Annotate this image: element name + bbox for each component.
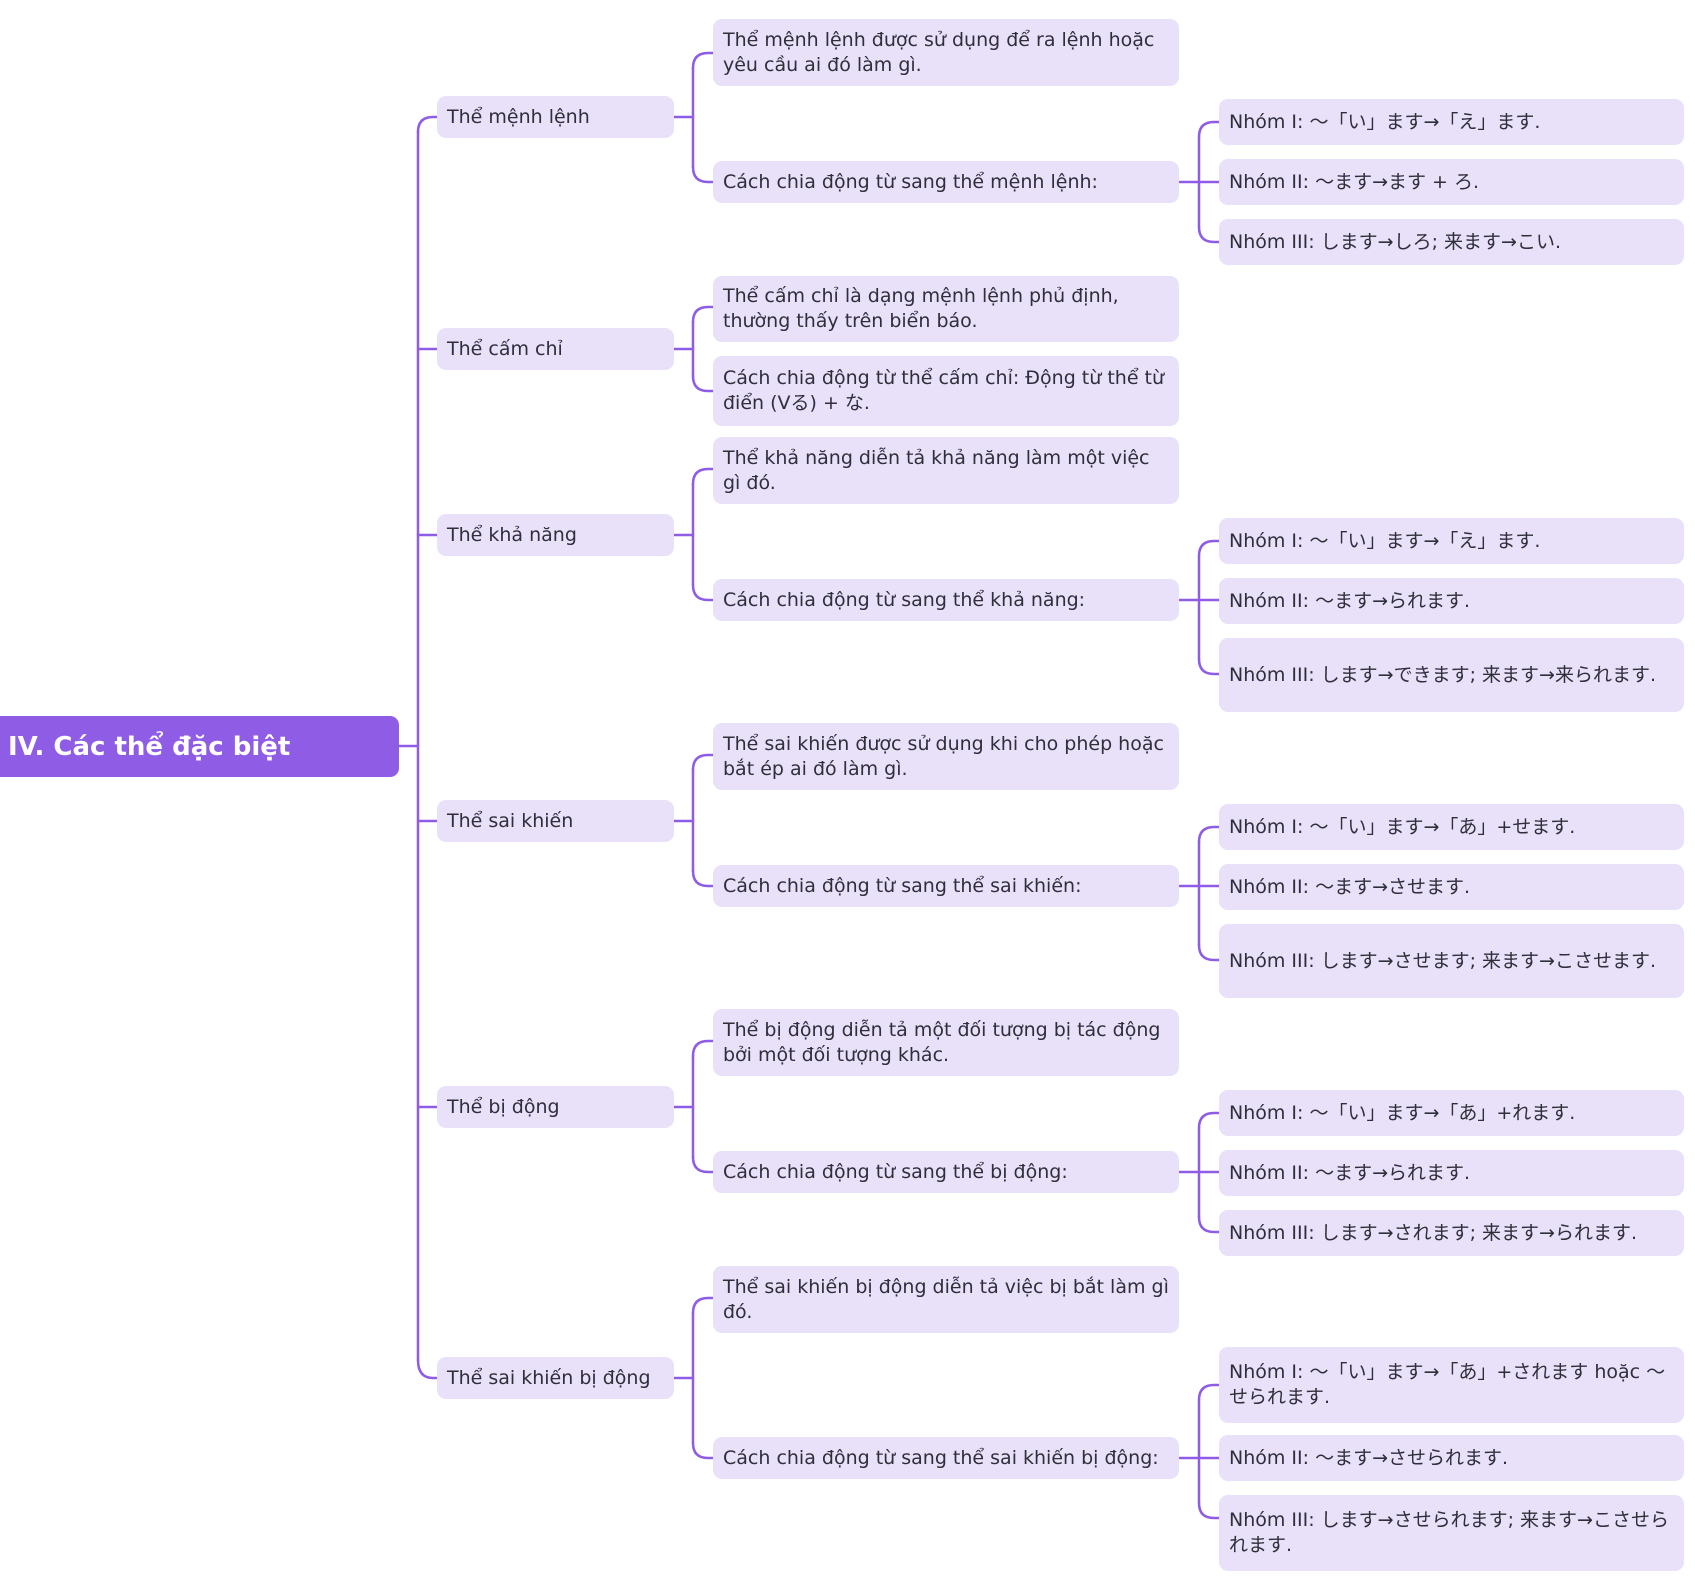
imperative-group-1: Nhóm I: ～「い」ます→「え」ます. bbox=[1219, 99, 1684, 145]
potential-group-3: Nhóm III: します→できます; 来ます→来られます. bbox=[1219, 638, 1684, 712]
imperative-group-2: Nhóm II: ～ます→ます + ろ. bbox=[1219, 159, 1684, 205]
branch-causative-passive: Thể sai khiến bị động bbox=[437, 1357, 674, 1399]
method-text: Cách chia động từ sang thể bị động: bbox=[723, 1160, 1068, 1183]
branch-imperative: Thể mệnh lệnh bbox=[437, 96, 674, 138]
passive-group-1: Nhóm I: ～「い」ます→「あ」+れます. bbox=[1219, 1090, 1684, 1136]
description-text: Thể sai khiến bị động diễn tả việc bị bắ… bbox=[723, 1275, 1169, 1323]
branch-title: Thể mệnh lệnh bbox=[447, 105, 590, 128]
prohibitive-method: Cách chia động từ thể cấm chỉ: Động từ t… bbox=[713, 356, 1179, 426]
branch-title: Thể cấm chỉ bbox=[447, 337, 563, 360]
potential-group-2: Nhóm II: ～ます→られます. bbox=[1219, 578, 1684, 624]
description-text: Thể sai khiến được sử dụng khi cho phép … bbox=[723, 732, 1164, 780]
method-text: Cách chia động từ sang thể khả năng: bbox=[723, 588, 1086, 611]
root-node: IV. Các thể đặc biệt bbox=[0, 716, 399, 777]
causative-passive-description: Thể sai khiến bị động diễn tả việc bị bắ… bbox=[713, 1266, 1179, 1333]
group-text: Nhóm I: ～「い」ます→「え」ます. bbox=[1229, 529, 1541, 552]
group-text: Nhóm I: ～「い」ます→「あ」+せます. bbox=[1229, 815, 1576, 838]
potential-method: Cách chia động từ sang thể khả năng: bbox=[713, 579, 1179, 621]
description-text: Thể mệnh lệnh được sử dụng để ra lệnh ho… bbox=[723, 28, 1155, 76]
branch-potential: Thể khả năng bbox=[437, 514, 674, 556]
group-text: Nhóm II: ～ます→られます. bbox=[1229, 589, 1471, 612]
causative-description: Thể sai khiến được sử dụng khi cho phép … bbox=[713, 723, 1179, 790]
causative-passive-group-2: Nhóm II: ～ます→させられます. bbox=[1219, 1435, 1684, 1481]
group-text: Nhóm III: します→させます; 来ます→こさせます. bbox=[1229, 949, 1656, 972]
branch-prohibitive: Thể cấm chỉ bbox=[437, 328, 674, 370]
prohibitive-description: Thể cấm chỉ là dạng mệnh lệnh phủ định, … bbox=[713, 276, 1179, 342]
group-text: Nhóm I: ～「い」ます→「え」ます. bbox=[1229, 110, 1541, 133]
passive-group-3: Nhóm III: します→されます; 来ます→られます. bbox=[1219, 1210, 1684, 1256]
group-text: Nhóm II: ～ます→させます. bbox=[1229, 875, 1471, 898]
passive-group-2: Nhóm II: ～ます→られます. bbox=[1219, 1150, 1684, 1196]
group-text: Nhóm III: します→させられます; 来ます→こさせられます. bbox=[1229, 1509, 1669, 1556]
causative-method: Cách chia động từ sang thể sai khiến: bbox=[713, 865, 1179, 907]
branch-passive: Thể bị động bbox=[437, 1086, 674, 1128]
causative-group-3: Nhóm III: します→させます; 来ます→こさせます. bbox=[1219, 924, 1684, 998]
method-text: Cách chia động từ sang thể sai khiến: bbox=[723, 874, 1082, 897]
causative-passive-group-1: Nhóm I: ～「い」ます→「あ」+されます hoặc ～せられます. bbox=[1219, 1347, 1684, 1423]
imperative-group-3: Nhóm III: します→しろ; 来ます→こい. bbox=[1219, 219, 1684, 265]
causative-group-2: Nhóm II: ～ます→させます. bbox=[1219, 864, 1684, 910]
group-text: Nhóm II: ～ます→られます. bbox=[1229, 1161, 1471, 1184]
group-text: Nhóm I: ～「い」ます→「あ」+されます hoặc ～せられます. bbox=[1229, 1361, 1666, 1408]
group-text: Nhóm I: ～「い」ます→「あ」+れます. bbox=[1229, 1101, 1576, 1124]
root-title: IV. Các thể đặc biệt bbox=[8, 731, 291, 762]
imperative-method: Cách chia động từ sang thể mệnh lệnh: bbox=[713, 161, 1179, 203]
causative-passive-method: Cách chia động từ sang thể sai khiến bị … bbox=[713, 1437, 1179, 1479]
passive-method: Cách chia động từ sang thể bị động: bbox=[713, 1151, 1179, 1193]
imperative-description: Thể mệnh lệnh được sử dụng để ra lệnh ho… bbox=[713, 19, 1179, 86]
branch-title: Thể bị động bbox=[447, 1095, 560, 1118]
description-text: Thể khả năng diễn tả khả năng làm một vi… bbox=[723, 446, 1150, 494]
branch-title: Thể khả năng bbox=[447, 523, 577, 546]
potential-description: Thể khả năng diễn tả khả năng làm một vi… bbox=[713, 437, 1179, 504]
branch-title: Thể sai khiến bị động bbox=[447, 1366, 651, 1389]
group-text: Nhóm III: します→できます; 来ます→来られます. bbox=[1229, 663, 1656, 686]
passive-description: Thể bị động diễn tả một đối tượng bị tác… bbox=[713, 1009, 1179, 1076]
branch-causative: Thể sai khiến bbox=[437, 800, 674, 842]
causative-passive-group-3: Nhóm III: します→させられます; 来ます→こさせられます. bbox=[1219, 1495, 1684, 1571]
method-text: Cách chia động từ thể cấm chỉ: Động từ t… bbox=[723, 367, 1165, 414]
group-text: Nhóm II: ～ます→ます + ろ. bbox=[1229, 170, 1480, 193]
description-text: Thể bị động diễn tả một đối tượng bị tác… bbox=[723, 1018, 1161, 1066]
branch-title: Thể sai khiến bbox=[447, 809, 574, 832]
causative-group-1: Nhóm I: ～「い」ます→「あ」+せます. bbox=[1219, 804, 1684, 850]
potential-group-1: Nhóm I: ～「い」ます→「え」ます. bbox=[1219, 518, 1684, 564]
method-text: Cách chia động từ sang thể sai khiến bị … bbox=[723, 1446, 1159, 1469]
group-text: Nhóm III: します→されます; 来ます→られます. bbox=[1229, 1221, 1637, 1244]
group-text: Nhóm III: します→しろ; 来ます→こい. bbox=[1229, 230, 1561, 253]
group-text: Nhóm II: ～ます→させられます. bbox=[1229, 1446, 1509, 1469]
method-text: Cách chia động từ sang thể mệnh lệnh: bbox=[723, 170, 1098, 193]
description-text: Thể cấm chỉ là dạng mệnh lệnh phủ định, … bbox=[723, 285, 1119, 332]
